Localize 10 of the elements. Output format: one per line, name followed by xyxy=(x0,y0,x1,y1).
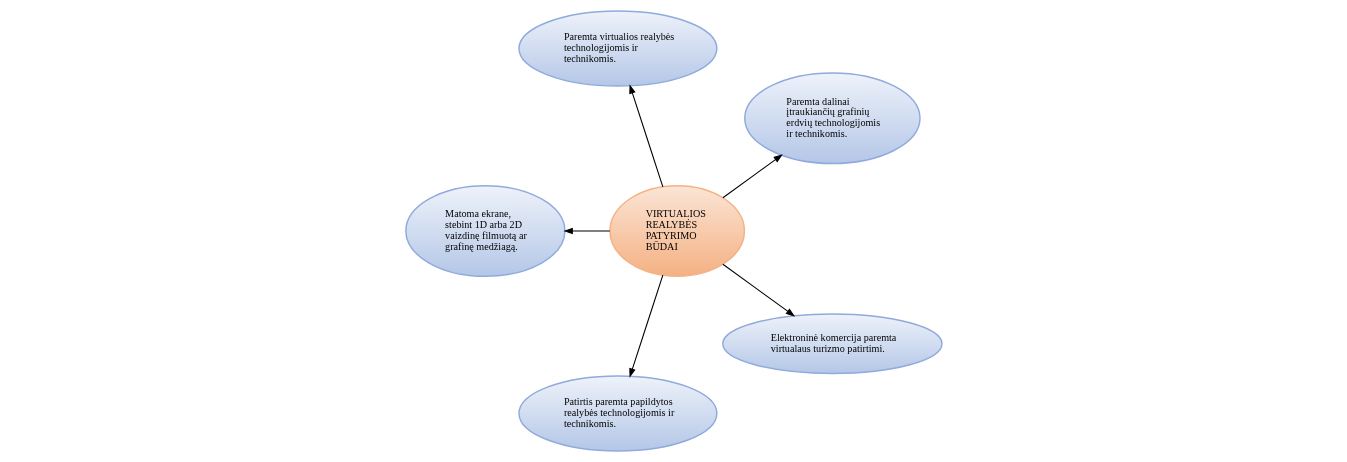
arrow xyxy=(721,154,783,199)
arrow xyxy=(721,263,795,317)
arrow xyxy=(628,274,663,378)
node-ellipse: Elektroninė komercija paremta virtualaus turizmo patirtimi. xyxy=(721,313,943,375)
arrow xyxy=(628,84,663,188)
node-ellipse: Paremta virtualios realybės technologijomis ir technikomis. xyxy=(517,10,718,87)
node-ellipse: Patirtis paremta papildytos realybės technologijomis ir technikomis. xyxy=(517,375,718,452)
arrow xyxy=(562,227,610,235)
node-ellipse: Matoma ekrane, stebint 1D arba 2D vaizdinę filmuotą ar grafinę medžiagą. xyxy=(404,185,566,277)
node-ellipse: VIRTUALIOS REALYBĖS PATYRIMO BŪDAI xyxy=(608,185,745,277)
